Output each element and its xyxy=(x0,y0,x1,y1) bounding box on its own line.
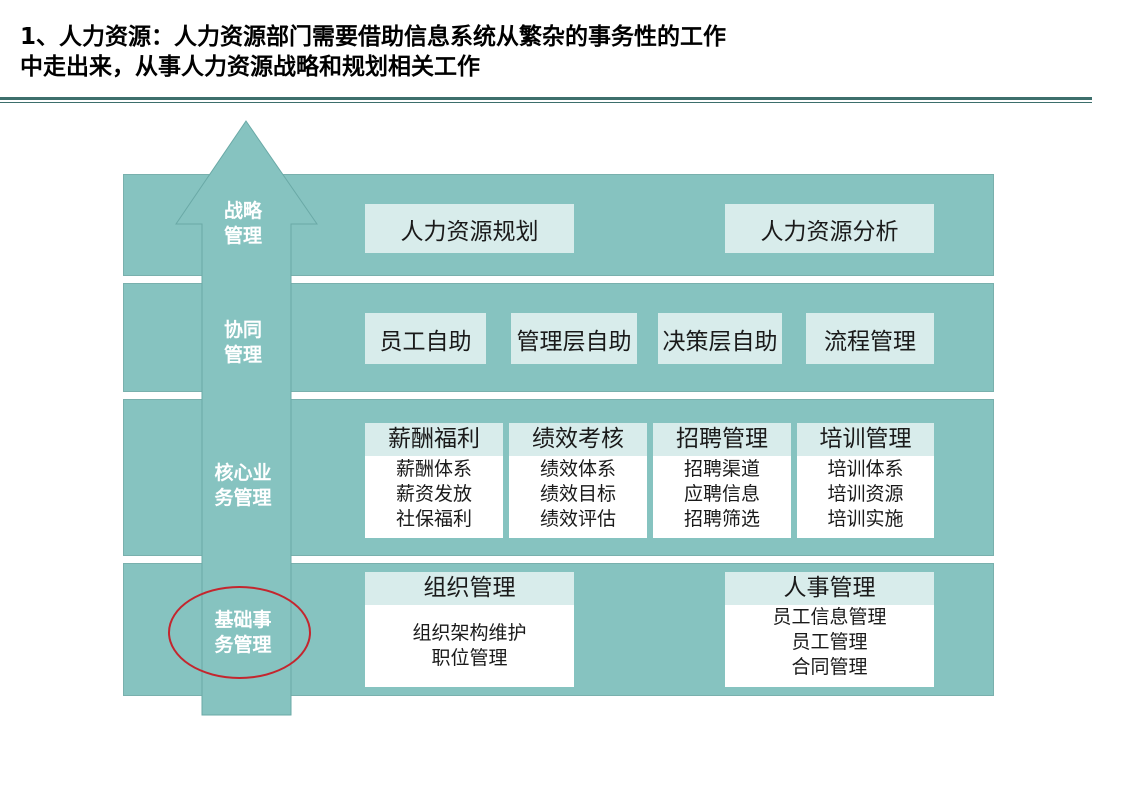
collab-box-manager-self-service: 管理层自助 xyxy=(511,313,637,364)
basic-card-organization: 组织管理 组织架构维护 职位管理 xyxy=(365,572,574,687)
card-head: 培训管理 xyxy=(797,423,934,456)
card-item: 招聘筛选 xyxy=(683,508,760,530)
card-item: 薪酬体系 xyxy=(395,458,472,480)
card-item: 绩效评估 xyxy=(539,508,616,530)
collab-box-process-management: 流程管理 xyxy=(806,313,934,364)
card-item: 薪资发放 xyxy=(395,483,472,505)
title-line-2: 中走出来，从事人力资源战略和规划相关工作 xyxy=(20,54,480,80)
card-item: 培训体系 xyxy=(827,458,904,480)
highlight-circle xyxy=(168,586,311,679)
collab-box-employee-self-service: 员工自助 xyxy=(365,313,486,364)
layer-core-label: 核心业 务管理 xyxy=(214,462,272,509)
card-item: 培训实施 xyxy=(827,508,904,530)
layer-collab-label: 协同 管理 xyxy=(223,319,262,366)
card-item: 培训资源 xyxy=(827,483,904,505)
card-head: 招聘管理 xyxy=(653,423,791,456)
core-card-performance: 绩效考核 绩效体系 绩效目标 绩效评估 xyxy=(509,423,647,538)
core-card-training: 培训管理 培训体系 培训资源 培训实施 xyxy=(797,423,934,538)
page-title: 1、人力资源：人力资源部门需要借助信息系统从繁杂的事务性的工作 中走出来，从事人… xyxy=(20,22,1110,82)
card-item: 绩效目标 xyxy=(539,483,616,505)
layer-strategy-label: 战略 管理 xyxy=(223,200,262,247)
basic-card-personnel: 人事管理 员工信息管理 员工管理 合同管理 xyxy=(725,572,934,687)
title-line-1: 1、人力资源：人力资源部门需要借助信息系统从繁杂的事务性的工作 xyxy=(20,24,727,50)
card-head: 人事管理 xyxy=(725,572,934,605)
title-divider-thin xyxy=(0,102,1092,103)
card-item: 绩效体系 xyxy=(539,458,616,480)
strategy-box-hr-analysis: 人力资源分析 xyxy=(725,204,934,253)
card-item: 员工信息管理 xyxy=(772,606,887,628)
card-head: 薪酬福利 xyxy=(365,423,503,456)
title-divider-thick xyxy=(0,97,1092,100)
core-card-compensation: 薪酬福利 薪酬体系 薪资发放 社保福利 xyxy=(365,423,503,538)
card-item: 应聘信息 xyxy=(683,483,760,505)
card-item: 员工管理 xyxy=(791,631,868,653)
card-head: 绩效考核 xyxy=(509,423,647,456)
collab-box-executive-self-service: 决策层自助 xyxy=(658,313,782,364)
card-item: 职位管理 xyxy=(431,647,508,669)
card-item: 招聘渠道 xyxy=(683,458,760,480)
strategy-box-hr-planning: 人力资源规划 xyxy=(365,204,574,253)
card-item: 合同管理 xyxy=(791,656,868,678)
card-item: 组织架构维护 xyxy=(412,622,527,644)
core-card-recruitment: 招聘管理 招聘渠道 应聘信息 招聘筛选 xyxy=(653,423,791,538)
card-head: 组织管理 xyxy=(365,572,574,605)
card-item: 社保福利 xyxy=(395,508,472,530)
